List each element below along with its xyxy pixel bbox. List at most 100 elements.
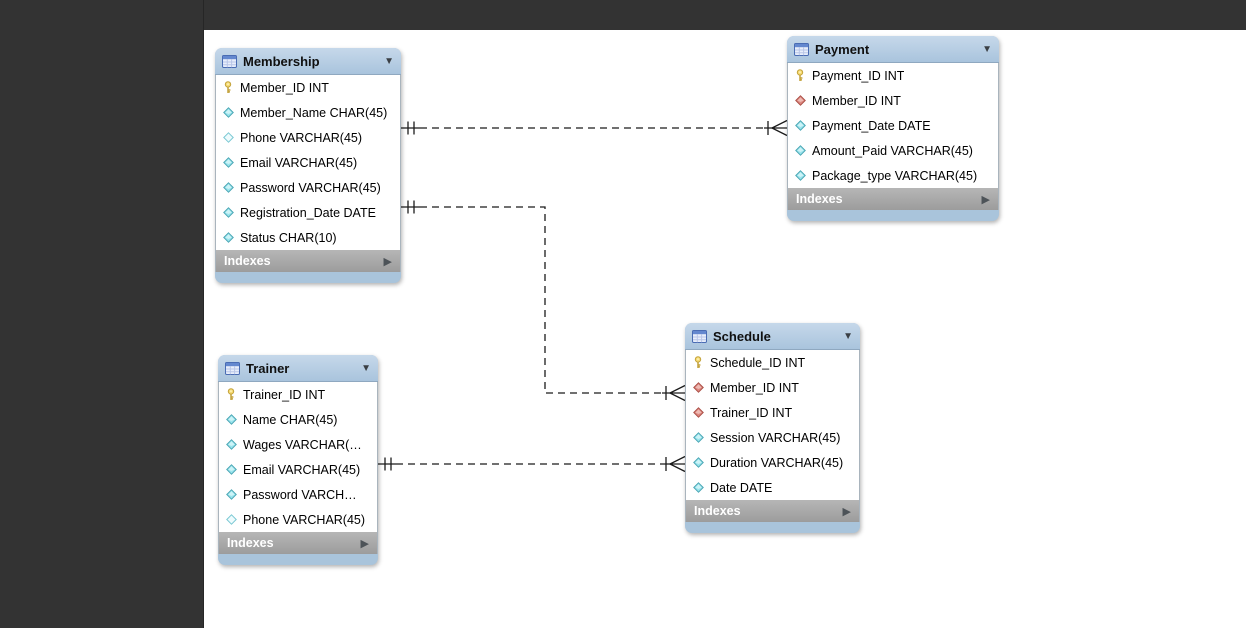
table-schedule[interactable]: Schedule ▼ Schedule_ID INT Member_ID INT T…: [685, 323, 860, 533]
column-row[interactable]: Amount_Paid VARCHAR(45): [788, 138, 998, 163]
expand-arrow-icon[interactable]: ▶: [360, 537, 369, 550]
column-row[interactable]: Member_ID INT: [788, 88, 998, 113]
column-row[interactable]: Registration_Date DATE: [216, 200, 400, 225]
table-title: Payment: [815, 41, 870, 57]
column-row[interactable]: Password VARCH…: [219, 482, 377, 507]
indexes-bar[interactable]: Indexes ▶: [685, 500, 860, 522]
column-row[interactable]: Member_ID INT: [686, 375, 859, 400]
table-columns: Trainer_ID INT Name CHAR(45) Wages VARCHAR…: [218, 382, 378, 532]
column-row[interactable]: Package_type VARCHAR(45): [788, 163, 998, 188]
collapse-arrow-icon[interactable]: ▼: [361, 362, 371, 374]
column-icon: [225, 464, 237, 475]
indexes-label: Indexes: [796, 192, 843, 206]
column-icon: [225, 439, 237, 450]
column-label: Member_Name CHAR(45): [240, 105, 388, 120]
collapse-arrow-icon[interactable]: ▼: [843, 330, 853, 342]
column-label: Password VARCH…: [243, 487, 357, 502]
table-icon: [692, 329, 707, 343]
collapse-arrow-icon[interactable]: ▼: [982, 43, 992, 55]
table-header[interactable]: Membership ▼: [215, 48, 401, 75]
table-title: Membership: [243, 53, 320, 69]
column-label: Wages VARCHAR(…: [243, 437, 362, 452]
table-icon: [794, 42, 809, 56]
column-row[interactable]: Payment_ID INT: [788, 63, 998, 88]
sidebar-panel: [0, 0, 204, 628]
indexes-label: Indexes: [224, 254, 271, 268]
table-trainer[interactable]: Trainer ▼ Trainer_ID INT Name CHAR(45) Wag…: [218, 355, 378, 565]
column-icon: [692, 482, 704, 493]
table-columns: Schedule_ID INT Member_ID INT Trainer_ID I…: [685, 350, 860, 500]
primary-key-icon: [225, 388, 237, 401]
relationship-membership-schedule[interactable]: [401, 200, 686, 402]
indexes-label: Indexes: [227, 536, 274, 550]
column-label: Email VARCHAR(45): [243, 462, 361, 477]
column-label: Member_ID INT: [812, 93, 901, 108]
column-row[interactable]: Email VARCHAR(45): [216, 150, 400, 175]
column-row[interactable]: Name CHAR(45): [219, 407, 377, 432]
column-row[interactable]: Trainer_ID INT: [219, 382, 377, 407]
table-header[interactable]: Schedule ▼: [685, 323, 860, 350]
column-row[interactable]: Status CHAR(10): [216, 225, 400, 250]
column-row[interactable]: Phone VARCHAR(45): [219, 507, 377, 532]
column-row[interactable]: Email VARCHAR(45): [219, 457, 377, 482]
column-row[interactable]: Trainer_ID INT: [686, 400, 859, 425]
column-label: Package_type VARCHAR(45): [812, 168, 978, 183]
collapse-arrow-icon[interactable]: ▼: [384, 55, 394, 67]
column-label: Payment_Date DATE: [812, 118, 931, 133]
table-icon: [222, 54, 237, 68]
column-row[interactable]: Date DATE: [686, 475, 859, 500]
relationship-trainer-schedule[interactable]: [378, 455, 686, 473]
table-icon: [225, 361, 240, 375]
column-icon: [222, 207, 234, 218]
indexes-bar[interactable]: Indexes ▶: [787, 188, 999, 210]
expand-arrow-icon[interactable]: ▶: [383, 255, 392, 268]
column-icon: [222, 157, 234, 168]
column-label: Duration VARCHAR(45): [710, 455, 844, 470]
column-icon: [692, 457, 704, 468]
column-row[interactable]: Wages VARCHAR(…: [219, 432, 377, 457]
column-label: Name CHAR(45): [243, 412, 338, 427]
column-row[interactable]: Member_ID INT: [216, 75, 400, 100]
column-label: Member_ID INT: [710, 380, 799, 395]
primary-key-icon: [222, 81, 234, 94]
foreign-key-icon: [692, 407, 704, 418]
table-header[interactable]: Trainer ▼: [218, 355, 378, 382]
table-membership[interactable]: Membership ▼ Member_ID INT Member_Name CH…: [215, 48, 401, 283]
column-label: Phone VARCHAR(45): [240, 130, 363, 145]
table-columns: Payment_ID INT Member_ID INT Payment_Date …: [787, 63, 999, 188]
column-icon: [794, 120, 806, 131]
primary-key-icon: [794, 69, 806, 82]
column-row[interactable]: Password VARCHAR(45): [216, 175, 400, 200]
indexes-bar[interactable]: Indexes ▶: [215, 250, 401, 272]
expand-arrow-icon[interactable]: ▶: [842, 505, 851, 518]
foreign-key-icon: [794, 95, 806, 106]
column-label: Trainer_ID INT: [710, 405, 793, 420]
column-label: Status CHAR(10): [240, 230, 337, 245]
column-row[interactable]: Schedule_ID INT: [686, 350, 859, 375]
column-icon: [225, 489, 237, 500]
column-label: Trainer_ID INT: [243, 387, 326, 402]
column-label: Date DATE: [710, 480, 773, 495]
indexes-label: Indexes: [694, 504, 741, 518]
indexes-bar[interactable]: Indexes ▶: [218, 532, 378, 554]
column-label: Email VARCHAR(45): [240, 155, 358, 170]
column-icon: [222, 182, 234, 193]
column-icon: [794, 145, 806, 156]
column-label: Phone VARCHAR(45): [243, 512, 366, 527]
table-header[interactable]: Payment ▼: [787, 36, 999, 63]
column-icon: [794, 170, 806, 181]
foreign-key-icon: [692, 382, 704, 393]
column-row[interactable]: Payment_Date DATE: [788, 113, 998, 138]
column-nullable-icon: [225, 514, 237, 525]
column-row[interactable]: Duration VARCHAR(45): [686, 450, 859, 475]
relationship-membership-payment[interactable]: [401, 119, 788, 137]
expand-arrow-icon[interactable]: ▶: [981, 193, 990, 206]
column-row[interactable]: Session VARCHAR(45): [686, 425, 859, 450]
column-row[interactable]: Member_Name CHAR(45): [216, 100, 400, 125]
column-label: Registration_Date DATE: [240, 205, 376, 220]
column-row[interactable]: Phone VARCHAR(45): [216, 125, 400, 150]
primary-key-icon: [692, 356, 704, 369]
